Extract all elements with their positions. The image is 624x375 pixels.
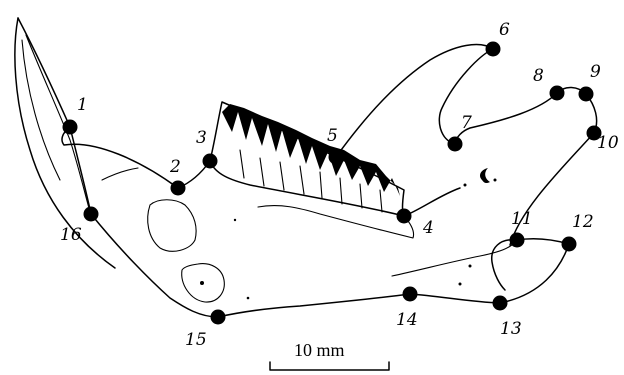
scale-bar-line	[270, 362, 389, 370]
landmark-label-1: 1	[77, 95, 88, 115]
landmark-label-2: 2	[169, 157, 181, 177]
landmark-dot-6	[486, 42, 501, 57]
landmark-dot-13	[493, 296, 508, 311]
landmark-dot-11	[510, 233, 525, 248]
landmark-dot-8	[550, 86, 565, 101]
landmark-dot-16	[84, 207, 99, 222]
landmark-dot-3	[203, 154, 218, 169]
landmark-dot-7	[448, 137, 463, 152]
landmark-dot-5	[329, 150, 344, 165]
landmark-label-14: 14	[396, 310, 418, 330]
landmark-label-3: 3	[196, 128, 207, 148]
landmark-label-5: 5	[327, 126, 338, 146]
landmark-label-12: 12	[572, 212, 594, 232]
landmark-labels: 1 2 3 4 5 6 7 8 9 10 11 12 13 14 15 16	[60, 20, 619, 350]
landmark-dot-14	[403, 287, 418, 302]
landmark-label-4: 4	[422, 218, 434, 238]
landmark-dot-9	[579, 87, 594, 102]
landmark-label-7: 7	[461, 113, 472, 133]
mandible-outline	[62, 45, 597, 317]
scale-bar-label: 10 mm	[294, 340, 345, 360]
internal-features	[102, 168, 497, 302]
scale-bar: 10 mm	[270, 340, 389, 370]
landmark-dot-1	[63, 120, 78, 135]
landmark-points	[63, 42, 602, 325]
landmark-label-16: 16	[60, 225, 82, 245]
landmark-dot-4	[397, 209, 412, 224]
landmark-dot-12	[562, 237, 577, 252]
landmark-label-10: 10	[597, 133, 619, 153]
landmark-label-15: 15	[185, 330, 207, 350]
landmark-label-11: 11	[511, 209, 533, 229]
landmark-label-6: 6	[499, 20, 510, 40]
landmark-dot-15	[211, 310, 226, 325]
landmark-dot-2	[171, 181, 186, 196]
landmark-label-9: 9	[590, 62, 601, 82]
landmark-label-13: 13	[500, 319, 522, 339]
molar-tooth-row	[210, 102, 404, 216]
landmark-label-8: 8	[533, 66, 544, 86]
